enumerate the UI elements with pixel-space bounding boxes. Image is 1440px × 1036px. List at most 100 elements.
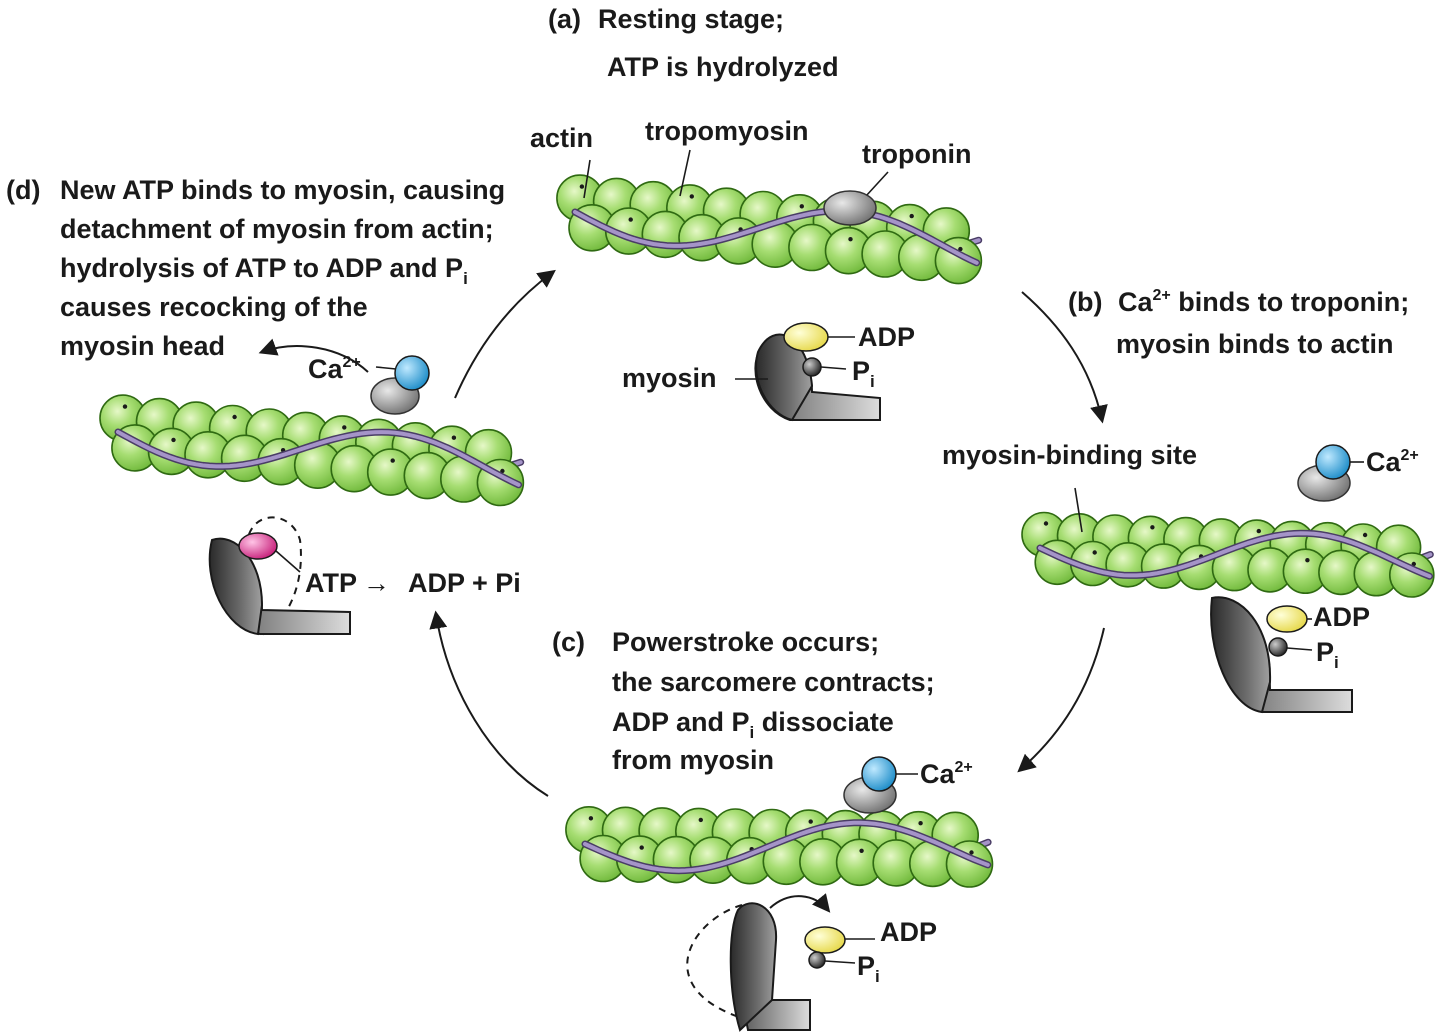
binding-site-dot — [969, 850, 974, 855]
tropomyosin-label: tropomyosin — [645, 116, 809, 146]
calcium-ion-c — [861, 756, 897, 792]
actin-label: actin — [530, 123, 593, 153]
stage-a-line1: Resting stage; — [598, 4, 784, 34]
binding-site-dot — [579, 184, 585, 189]
pi-leader-a — [820, 366, 847, 370]
binding-site-dot — [808, 819, 813, 824]
stage-d-line3: hydrolysis of ATP to ADP and Pi — [60, 253, 468, 288]
phosphate-b — [1268, 637, 1288, 657]
adp-label-c: ADP — [880, 917, 937, 947]
binding-site-dot — [628, 217, 633, 222]
binding-site-dot — [171, 437, 176, 443]
adp-label-b: ADP — [1313, 602, 1370, 632]
calcium-release-arrow — [258, 338, 369, 373]
stage-a-line2: ATP is hydrolyzed — [607, 52, 839, 82]
binding-site-dot — [958, 246, 963, 252]
binding-site-dot — [848, 237, 853, 242]
actin-filament-d — [99, 394, 525, 507]
myosin-head-b — [1210, 596, 1353, 714]
adp-molecule-a — [783, 322, 829, 352]
tropomyosin-strand — [1038, 531, 1432, 579]
calcium-ion-b — [1315, 444, 1351, 480]
stage-a: (a) Resting stage; ATP is hydrolyzed act… — [530, 4, 971, 422]
powerstroke-arrow — [769, 893, 831, 913]
ca-leader-d — [375, 366, 397, 370]
binding-site-dot — [1411, 561, 1417, 567]
actin-filament-c — [565, 805, 994, 888]
binding-site-dot — [1362, 532, 1368, 538]
binding-site-dot — [588, 816, 594, 821]
cycle-arrow-b-to-c — [1017, 627, 1105, 773]
actin-leader — [583, 159, 591, 199]
binding-site-dot — [342, 425, 347, 430]
ca-label-b: Ca2+ — [1366, 447, 1419, 477]
binding-site-dot — [698, 817, 703, 823]
phosphate-a — [802, 357, 822, 377]
pi-leader-c — [824, 960, 856, 964]
binding-site-dot — [232, 414, 237, 420]
binding-site-dot — [500, 468, 505, 474]
binding-site-dot — [639, 845, 644, 850]
previous-head-position-c — [686, 904, 749, 1021]
binding-site-dot — [1256, 528, 1262, 534]
stage-d: (d) New ATP binds to myosin, causing det… — [6, 175, 521, 636]
binding-site-leader — [1074, 487, 1083, 533]
tropomyosin-strand — [116, 430, 521, 487]
stage-b-line1: Ca2+ binds to troponin; — [1118, 287, 1409, 317]
binding-site-dot — [1043, 521, 1049, 526]
binding-site-dot — [799, 204, 804, 209]
myosin-head-c — [729, 902, 811, 1032]
stage-c-letter: (c) — [552, 627, 585, 657]
adp-molecule-b — [1266, 605, 1308, 633]
tropomyosin-strand — [583, 820, 990, 873]
atp-label: ATP — [305, 568, 357, 598]
reaction-arrow: → — [363, 568, 390, 598]
actin-filament-b — [1021, 511, 1435, 598]
pi-label-a: Pi — [852, 356, 875, 391]
stage-b-letter: (b) — [1068, 287, 1102, 317]
stage-b: (b) Ca2+ binds to troponin; myosin binds… — [942, 287, 1419, 714]
stage-b-line2: myosin binds to actin — [1116, 329, 1394, 359]
adp-molecule-c — [804, 926, 846, 954]
binding-site-dot — [1150, 525, 1155, 530]
troponin-a — [823, 190, 877, 226]
tropomyosin-leader — [679, 149, 691, 197]
stage-c-line1: Powerstroke occurs; — [612, 627, 879, 657]
atp-molecule-d — [238, 532, 278, 560]
binding-site-dot — [390, 458, 395, 463]
tropomyosin-strand — [573, 208, 979, 265]
troponin-label: troponin — [862, 139, 971, 169]
binding-site-dot — [1092, 550, 1097, 555]
binding-site-dot — [451, 435, 457, 440]
calcium-ion-d — [394, 355, 430, 391]
cycle-arrow-c-to-d — [429, 610, 549, 797]
cycle-arrow-a-to-b — [1021, 291, 1108, 424]
myosin-label: myosin — [622, 363, 717, 393]
pi-leader-b — [1286, 647, 1313, 651]
stage-a-letter: (a) — [548, 4, 581, 34]
binding-site-dot — [859, 848, 864, 853]
stage-c-line4: from myosin — [612, 745, 774, 775]
stage-d-letter: (d) — [6, 175, 40, 205]
stage-c-line2: the sarcomere contracts; — [612, 667, 935, 697]
actin-filament-a — [556, 174, 983, 285]
binding-site-dot — [909, 213, 914, 219]
adp-label-a: ADP — [858, 322, 915, 352]
ca-label-c: Ca2+ — [920, 759, 973, 789]
troponin-leader — [865, 171, 889, 197]
ca-label-d: Ca2+ — [308, 354, 361, 384]
binding-site-dot — [122, 404, 128, 409]
atp-leader-d — [275, 550, 301, 573]
pi-label-b: Pi — [1316, 637, 1339, 672]
stage-d-line1: New ATP binds to myosin, causing — [60, 175, 505, 205]
stage-c: (c) Powerstroke occurs; the sarcomere co… — [552, 627, 973, 1032]
binding-site-dot — [918, 821, 923, 826]
adp-plus-pi-label: ADP + Pi — [408, 568, 521, 598]
pi-label-c: Pi — [857, 951, 880, 986]
cycle-arrow-d-to-a — [454, 269, 556, 399]
stage-d-line5: myosin head — [60, 331, 225, 361]
myosin-head-a — [754, 333, 881, 422]
stage-c-line3: ADP and Pi dissociate — [612, 707, 894, 742]
stage-d-line4: causes recocking of the — [60, 292, 368, 322]
